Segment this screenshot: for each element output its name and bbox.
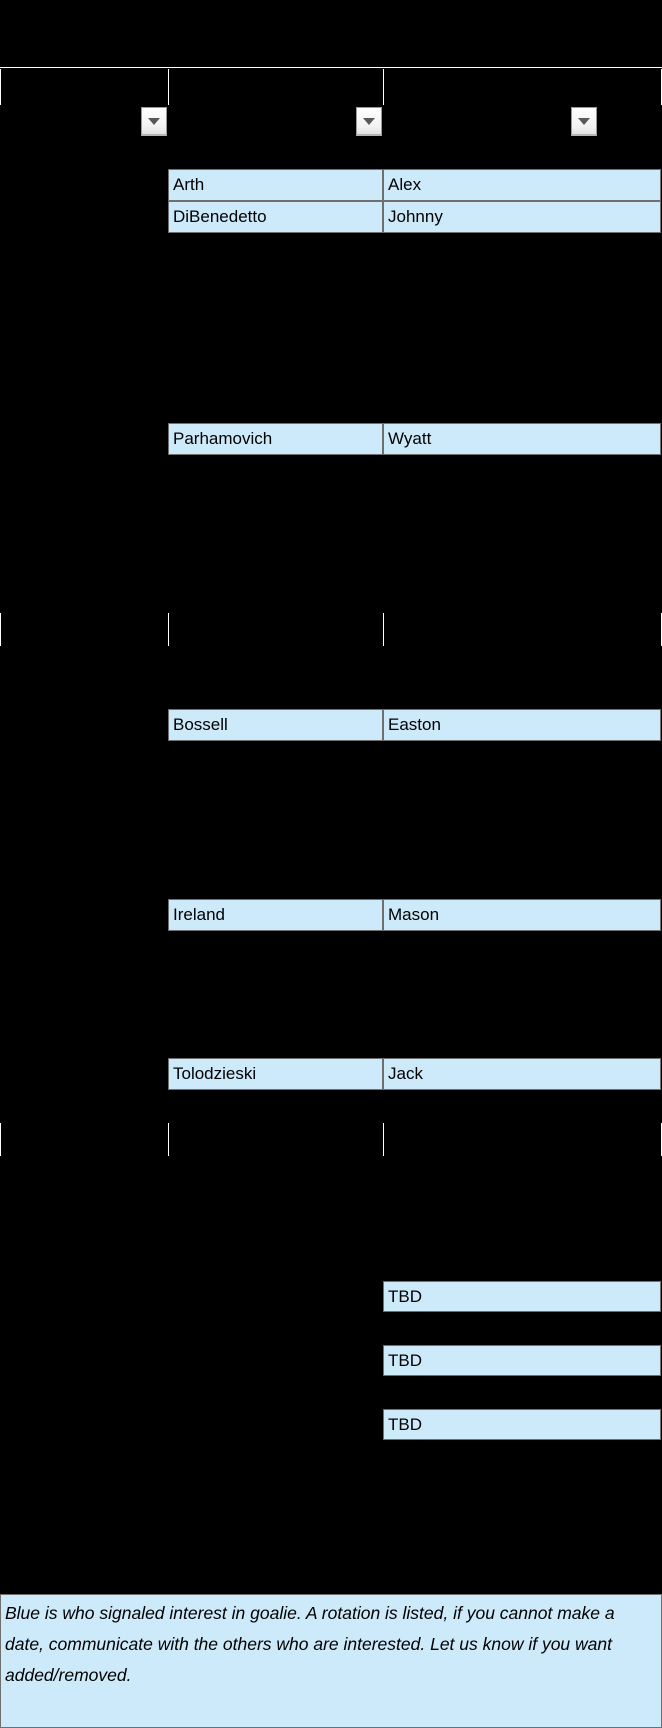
table-row[interactable]: Parhamovich (168, 423, 383, 455)
chevron-down-icon (148, 117, 160, 125)
table-row[interactable]: Tolodzieski (168, 1058, 383, 1090)
table-row[interactable]: Bossell (168, 709, 383, 741)
filter-col2[interactable] (356, 107, 382, 136)
tbd-cell[interactable]: TBD (383, 1409, 661, 1440)
separator-rule-0 (0, 1123, 1, 1156)
table-row[interactable]: Wyatt (383, 423, 661, 455)
column-header-row (0, 69, 662, 105)
table-row[interactable]: Johnny (383, 201, 661, 233)
legend-note: Blue is who signaled interest in goalie.… (0, 1594, 662, 1728)
filter-col1[interactable] (141, 107, 167, 136)
table-row[interactable]: Ireland (168, 899, 383, 931)
table-row[interactable]: Jack (383, 1058, 661, 1090)
title-banner (0, 0, 662, 68)
separator-rule-0 (0, 613, 1, 646)
table-row[interactable]: Arth (168, 169, 383, 201)
separator-rule-2 (383, 1123, 384, 1156)
table-row[interactable]: Mason (383, 899, 661, 931)
tbd-cell[interactable]: TBD (383, 1281, 661, 1312)
separator-rule-1 (168, 613, 169, 646)
column-divider-2 (383, 69, 384, 105)
separator-rule-2 (383, 613, 384, 646)
separator-rule-1 (168, 1123, 169, 1156)
tbd-cell[interactable]: TBD (383, 1345, 661, 1376)
filter-col3[interactable] (571, 107, 597, 136)
table-row[interactable]: Easton (383, 709, 661, 741)
table-row[interactable]: DiBenedetto (168, 201, 383, 233)
column-divider-1 (168, 69, 169, 105)
column-divider-left (0, 69, 1, 105)
chevron-down-icon (578, 117, 590, 125)
chevron-down-icon (363, 117, 375, 125)
table-row[interactable]: Alex (383, 169, 661, 201)
